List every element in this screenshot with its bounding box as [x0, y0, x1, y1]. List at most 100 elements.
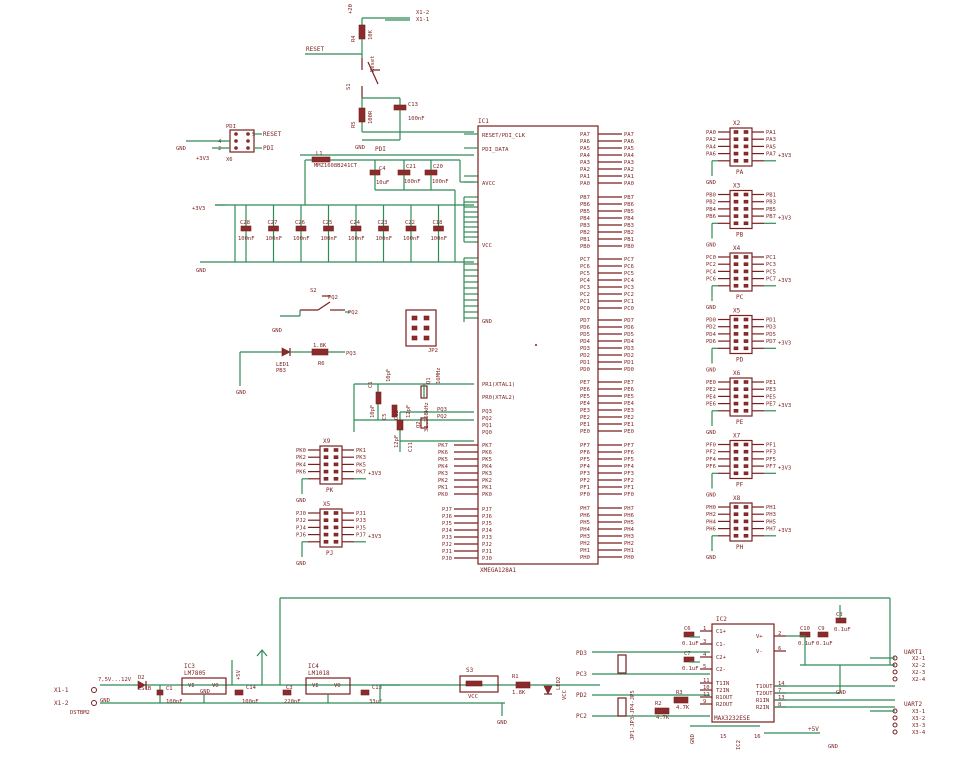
ic1-pin-label: PA3 [580, 160, 590, 166]
header-ref: X3 [733, 183, 741, 190]
gnd-label: GND [296, 498, 306, 504]
ic1-net-label: PH0 [624, 555, 634, 561]
uart-pin-number: 6 [778, 646, 781, 652]
ic1-pin-label: PB1 [580, 237, 590, 243]
ic1-pin-label: PA6 [580, 139, 590, 145]
svg-text:+20: +20 [348, 4, 354, 14]
ic1-pin-label: PC4 [580, 278, 591, 284]
ic1-net-label: PF7 [624, 443, 634, 449]
uart-pin-label: T2OUT [756, 691, 773, 697]
jumper-jp2[interactable]: JP2 [405, 309, 438, 354]
uart-cap [683, 631, 695, 638]
uart-pin-label: R1OUT [716, 695, 733, 701]
header-net: PA1 [766, 130, 776, 136]
ic1-pin-label: PK3 [482, 471, 492, 477]
header-net: PD4 [706, 332, 717, 338]
header-ref: X7 [733, 433, 741, 440]
header-net: PD7 [766, 339, 776, 345]
ic1-pin-label: PA4 [580, 153, 591, 159]
cap-value: 100nF [266, 236, 283, 242]
cap-ref: C22 [405, 220, 415, 226]
cap-ref: C27 [268, 220, 278, 226]
svg-text:R2: R2 [655, 701, 662, 707]
svg-text:GND: GND [272, 328, 282, 334]
header-net: PH4 [706, 519, 717, 525]
ic1-pin-label: PC0 [580, 306, 590, 312]
ic1-net-label: PE3 [624, 408, 634, 414]
header-net: PH3 [766, 512, 776, 518]
header-net: PB0 [706, 193, 716, 199]
connector-label: X3-3 [912, 723, 925, 729]
svg-text:PR0(XTAL2): PR0(XTAL2) [482, 395, 515, 401]
uart-pin-number: 9 [703, 699, 706, 705]
cap-ref: C10 [800, 626, 810, 632]
ic1-pin-label: PA2 [580, 167, 590, 173]
ic1-pin-label: PJ4 [482, 528, 493, 534]
header-net: PJ5 [356, 525, 366, 531]
svg-text:100nF: 100nF [166, 699, 183, 705]
svg-text:GND: GND [690, 734, 696, 744]
uart-pin-number: 11 [703, 678, 710, 684]
connector-pin [892, 662, 898, 668]
header-net: PA2 [706, 137, 716, 143]
ic1-net-label: PC5 [624, 271, 634, 277]
ic1-net-label: PD4 [624, 339, 635, 345]
ic1-pin-label: PJ0 [482, 556, 492, 562]
decoupling-cap [268, 225, 279, 232]
ic1-pin-label: PE6 [580, 387, 590, 393]
header-net: PD2 [706, 325, 716, 331]
svg-text:PQ2: PQ2 [328, 295, 338, 301]
header-net: PD1 [766, 318, 776, 324]
svg-text:12pF: 12pF [394, 435, 400, 448]
ic1-net-label: PK4 [438, 464, 449, 470]
status-led: GND LED1 PB3 1.8K R6 PQ3 [236, 343, 356, 396]
header-net: PK4 [296, 462, 307, 468]
avcc-caps: C4 10uF C21 100nF C20 100nF [369, 160, 456, 262]
ic1-net-label: PH7 [624, 506, 634, 512]
ic1-net-label: PD1 [624, 360, 634, 366]
uart-pin-number: 2 [778, 631, 781, 637]
header-ref: X5 [733, 308, 741, 315]
header-net: PA4 [706, 144, 717, 150]
ic1-pin-label: PD6 [580, 325, 590, 331]
svg-text:VCC: VCC [468, 694, 478, 700]
ic1-net-label: PB3 [624, 223, 634, 229]
header-net: PC6 [706, 277, 716, 283]
user-button-s2[interactable]: S2 PQ2 GND PQ2 [272, 288, 358, 334]
reset-switch[interactable]: S1 Reset [346, 55, 380, 98]
cap-ref: C6 [684, 626, 691, 632]
ic1-pin-label: PF3 [580, 471, 590, 477]
svg-text:JP1-JP3-JP4-JP5: JP1-JP3-JP4-JP5 [630, 690, 636, 740]
svg-text:PQ0: PQ0 [482, 430, 492, 436]
ic1-pin-label: PD4 [580, 339, 591, 345]
ic1-pin-label: PB7 [580, 195, 590, 201]
header-ref: X6 [733, 370, 741, 377]
header-net: PA6 [706, 152, 716, 158]
header-net: PH7 [766, 527, 776, 533]
svg-text:VCC: VCC [482, 243, 492, 249]
header-net: PB6 [706, 214, 716, 220]
svg-text:5: 5 [252, 132, 255, 138]
ic1-net-label: PK0 [438, 492, 448, 498]
svg-text:PQ1: PQ1 [482, 423, 492, 429]
connector-pin [892, 669, 898, 675]
supply-label: +3V3 [778, 278, 791, 284]
svg-text:PD2: PD2 [576, 692, 587, 699]
header-net: PK0 [296, 448, 306, 454]
uart-pin-number: 5 [703, 664, 706, 670]
power-switch-s3[interactable]: S3 VCC [459, 667, 499, 700]
header-net: PC1 [766, 255, 776, 261]
ic1-net-label: PD0 [624, 367, 634, 373]
supply-label: +3V3 [778, 465, 791, 471]
svg-text:RESET: RESET [263, 131, 281, 138]
svg-text:VI: VI [312, 683, 319, 689]
ic1-pin-label: PJ5 [482, 521, 492, 527]
svg-text:R3: R3 [676, 690, 683, 696]
svg-text:IC2: IC2 [716, 616, 727, 623]
svg-text:+3V3: +3V3 [192, 206, 205, 212]
ic1-pin-label: PB0 [580, 244, 590, 250]
ic1-pin-label: PC6 [580, 264, 590, 270]
ic1-pin-label: PC7 [580, 257, 590, 263]
header-net: PH0 [706, 505, 716, 511]
svg-text:VO: VO [212, 683, 219, 689]
